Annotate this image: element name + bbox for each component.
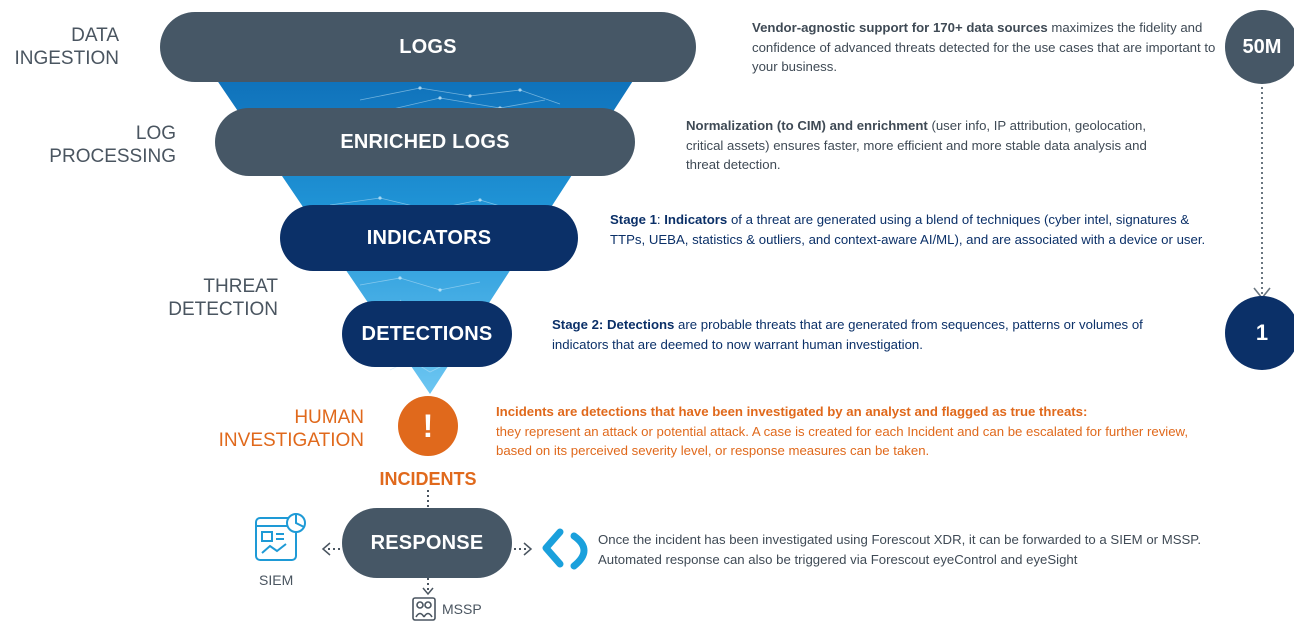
siem-icon xyxy=(255,513,306,561)
stage-line: LOG xyxy=(135,123,176,144)
scale-top-badge: 50M xyxy=(1225,10,1294,84)
stage-label-log-processing: LOG PROCESSING xyxy=(0,122,176,168)
response-pill: RESPONSE xyxy=(342,508,512,578)
indicators-description: Stage 1: Indicators of a threat are gene… xyxy=(610,210,1210,249)
stage-label-human-investigation: HUMAN INVESTIGATION xyxy=(0,406,364,452)
logs-pill: LOGS xyxy=(160,12,696,82)
detections-label: DETECTIONS xyxy=(361,322,493,345)
enriched-logs-label: ENRICHED LOGS xyxy=(340,130,510,153)
desc-text: (user info, IP attribution, geolocation,… xyxy=(686,118,1147,172)
stage-line: INGESTION xyxy=(14,48,119,69)
siem-label: SIEM xyxy=(259,572,294,588)
stage-line: DATA xyxy=(71,25,119,46)
desc-bold: Incidents are detections that have been … xyxy=(496,404,1088,419)
stage-line: DETECTION xyxy=(168,299,278,320)
response-description: Once the incident has been investigated … xyxy=(598,530,1264,569)
logs-description: Vendor-agnostic support for 170+ data so… xyxy=(752,18,1216,77)
desc-text: maximizes the fidelity and confidence of… xyxy=(752,20,1216,74)
mssp-icon xyxy=(412,597,436,621)
stage-line: HUMAN xyxy=(294,407,364,428)
scale-bottom-badge: 1 xyxy=(1225,296,1294,370)
desc-text: of a threat are generated using a blend … xyxy=(610,212,1206,247)
enriched-logs-pill: ENRICHED LOGS xyxy=(215,108,635,176)
stage-line: THREAT xyxy=(203,276,278,297)
stage-line: INVESTIGATION xyxy=(218,430,364,451)
alert-mark: ! xyxy=(422,407,434,444)
logs-label: LOGS xyxy=(399,35,457,58)
incidents-label: INCIDENTS xyxy=(379,469,477,489)
response-label: RESPONSE xyxy=(370,531,484,554)
desc-text: : xyxy=(656,212,665,227)
desc-bold: Normalization (to CIM) and enrichment xyxy=(686,118,928,133)
enriched-logs-description: Normalization (to CIM) and enrichment (u… xyxy=(686,116,1170,175)
alert-icon: ! xyxy=(398,396,458,456)
detections-pill: DETECTIONS xyxy=(342,301,512,367)
indicators-label: INDICATORS xyxy=(366,226,492,249)
desc-bold: Vendor-agnostic support for 170+ data so… xyxy=(752,20,1048,35)
indicators-pill: INDICATORS xyxy=(280,205,578,271)
stage-label-threat-detection: THREAT DETECTION xyxy=(0,275,278,321)
incidents-description: Incidents are detections that have been … xyxy=(496,402,1216,461)
desc-text: they represent an attack or potential at… xyxy=(496,423,1189,459)
detections-description: Stage 2: Detections are probable threats… xyxy=(552,315,1192,354)
desc-bold: Stage 1 xyxy=(610,212,657,227)
scale-top-label: 50M xyxy=(1242,35,1282,58)
desc-bold: Stage 2: Detections xyxy=(552,317,675,332)
stage-line: PROCESSING xyxy=(49,146,176,167)
stage-label-data-ingestion: DATA INGESTION xyxy=(0,24,119,70)
forescout-logo-icon xyxy=(542,528,588,570)
desc-text: Once the incident has been investigated … xyxy=(598,532,1202,567)
mssp-label: MSSP xyxy=(442,601,482,617)
desc-bold: Indicators xyxy=(664,212,728,227)
desc-text: are probable threats that are generated … xyxy=(552,317,1143,352)
scale-bottom-label: 1 xyxy=(1255,320,1269,345)
